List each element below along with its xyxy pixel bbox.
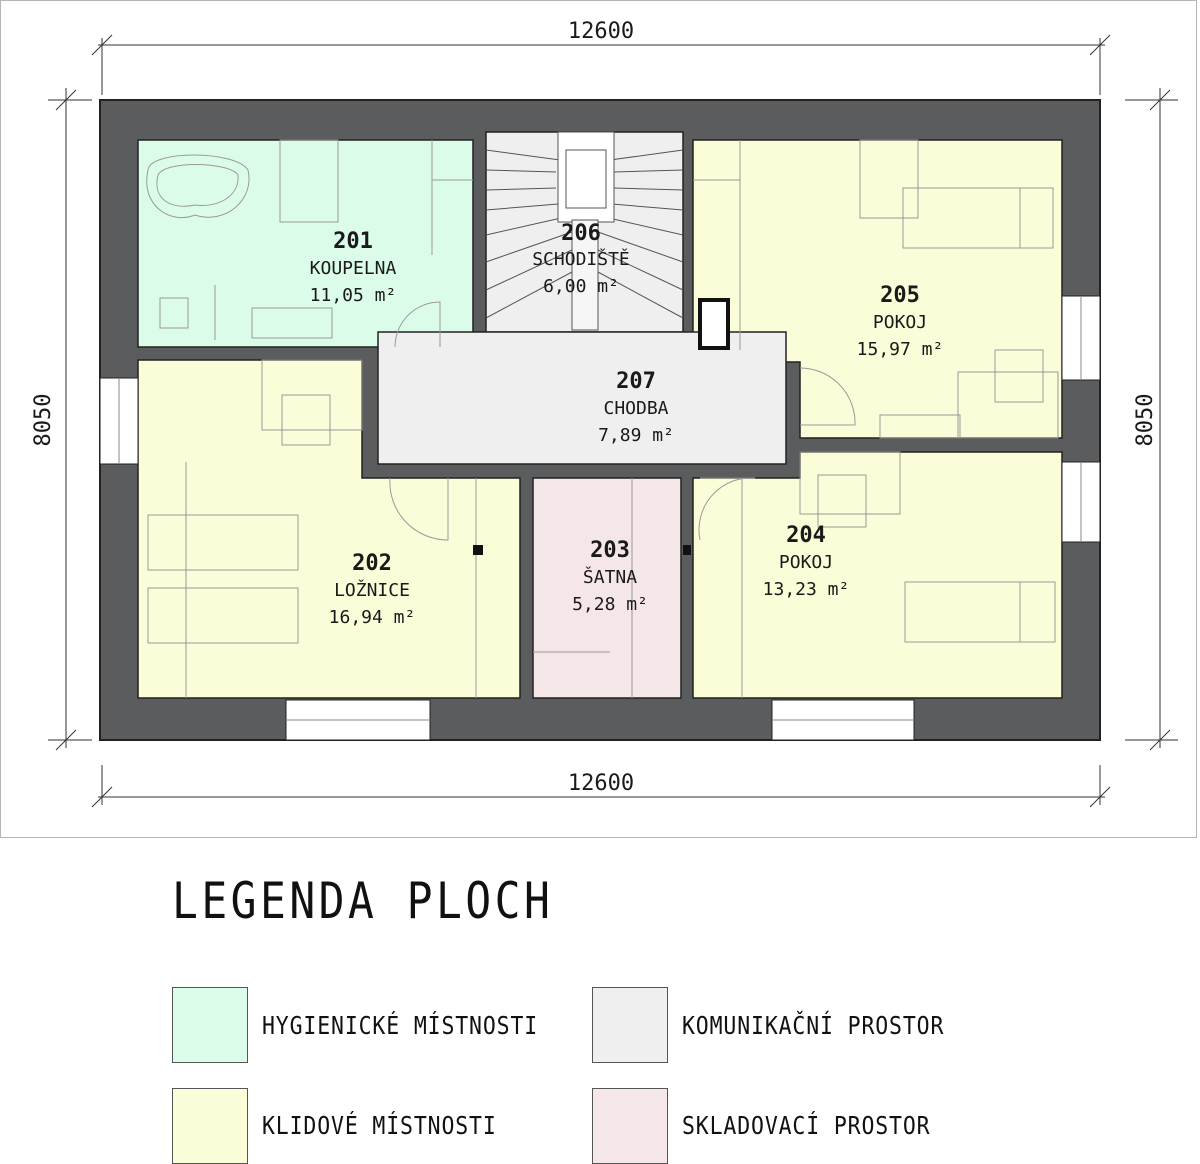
room-area: 6,00 m² bbox=[543, 276, 619, 297]
room-name: ŠATNA bbox=[583, 566, 637, 588]
dimension-lines bbox=[48, 34, 1178, 808]
furniture-outlines bbox=[146, 139, 1059, 698]
dimension-top: 12600 bbox=[568, 19, 634, 44]
room-name: KOUPELNA bbox=[310, 258, 397, 279]
room-number: 205 bbox=[880, 283, 920, 308]
legend-swatch-hygiene bbox=[172, 987, 248, 1063]
room-202-label: 202 LOŽNICE 16,94 m² bbox=[329, 551, 416, 628]
room-207-area bbox=[377, 331, 787, 465]
room-number: 207 bbox=[616, 369, 656, 394]
room-207-label: 207 CHODBA 7,89 m² bbox=[598, 369, 674, 446]
stair-steps bbox=[485, 131, 684, 331]
room-number: 202 bbox=[352, 551, 392, 576]
room-area: 13,23 m² bbox=[763, 579, 850, 600]
legend-title: LEGENDA PLOCH bbox=[172, 872, 554, 930]
room-206-label: 206 SCHODIŠTĚ 6,00 m² bbox=[532, 221, 630, 297]
room-number: 201 bbox=[333, 229, 373, 254]
room-203-label: 203 ŠATNA 5,28 m² bbox=[572, 538, 648, 615]
room-area: 15,97 m² bbox=[857, 339, 944, 360]
room-name: POKOJ bbox=[873, 312, 927, 333]
room-204-label: 204 POKOJ 13,23 m² bbox=[763, 523, 850, 600]
room-201-area bbox=[137, 139, 474, 348]
room-name: CHODBA bbox=[603, 398, 668, 419]
room-201-label: 201 KOUPELNA 11,05 m² bbox=[310, 229, 397, 306]
legend-swatch-communication bbox=[592, 987, 668, 1063]
room-number: 206 bbox=[561, 221, 601, 246]
window-glass-lines bbox=[118, 296, 1082, 721]
legend-swatch-storage bbox=[592, 1088, 668, 1164]
floor-plan: 12600 12600 8050 8050 bbox=[0, 0, 1197, 838]
room-name: LOŽNICE bbox=[334, 579, 410, 601]
room-name: SCHODIŠTĚ bbox=[532, 248, 630, 270]
dimension-right: 8050 bbox=[1133, 394, 1158, 447]
room-area: 5,28 m² bbox=[572, 594, 648, 615]
room-area: 7,89 m² bbox=[598, 425, 674, 446]
floor-plan-drawing: 12600 12600 8050 8050 bbox=[31, 19, 1178, 808]
room-205-label: 205 POKOJ 15,97 m² bbox=[857, 283, 944, 360]
dimension-left: 8050 bbox=[31, 394, 56, 447]
room-number: 203 bbox=[590, 538, 630, 563]
legend-label-rest: KLIDOVÉ MÍSTNOSTI bbox=[262, 1111, 497, 1140]
room-area: 16,94 m² bbox=[329, 607, 416, 628]
legend-swatch-rest bbox=[172, 1088, 248, 1164]
dimension-bottom: 12600 bbox=[568, 771, 634, 796]
room-area: 11,05 m² bbox=[310, 285, 397, 306]
room-203-area bbox=[532, 477, 682, 699]
chimney-and-fixtures bbox=[473, 298, 730, 555]
legend-label-communication: KOMUNIKAČNÍ PROSTOR bbox=[682, 1011, 945, 1040]
legend-label-storage: SKLADOVACÍ PROSTOR bbox=[682, 1111, 931, 1140]
room-204-area bbox=[692, 451, 1063, 699]
legend-label-hygiene: HYGIENICKÉ MÍSTNOSTI bbox=[262, 1011, 539, 1040]
room-name: POKOJ bbox=[779, 552, 833, 573]
room-number: 204 bbox=[786, 523, 826, 548]
